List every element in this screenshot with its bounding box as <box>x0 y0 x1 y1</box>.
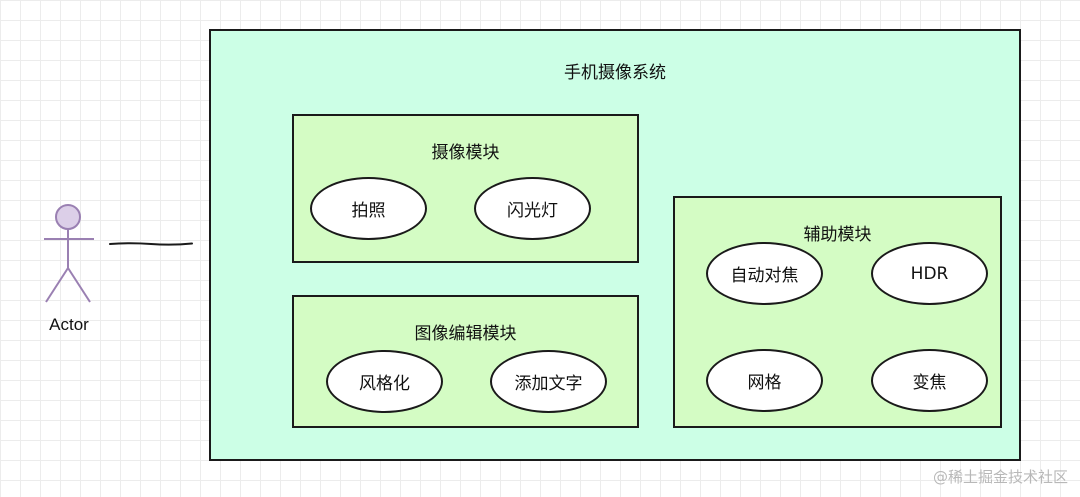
actor-label: Actor <box>49 315 89 334</box>
use-case-zoom: 变焦 <box>871 349 988 412</box>
association-line <box>109 242 193 246</box>
use-case-autofocus: 自动对焦 <box>706 242 823 305</box>
module-image-edit: 图像编辑模块 风格化 添加文字 <box>292 295 639 428</box>
actor-figure <box>44 204 94 303</box>
module-auxiliary: 辅助模块 自动对焦 HDR 网格 变焦 <box>673 196 1002 428</box>
module-auxiliary-title: 辅助模块 <box>803 225 872 245</box>
use-case-add-text: 添加文字 <box>490 350 607 413</box>
watermark: @稀土掘金技术社区 <box>932 468 1068 486</box>
use-case-grid: 网格 <box>706 349 823 412</box>
use-case-stylize: 风格化 <box>326 350 443 413</box>
use-case-hdr: HDR <box>871 242 988 305</box>
module-camera: 摄像模块 拍照 闪光灯 <box>292 114 639 263</box>
module-image-edit-title: 图像编辑模块 <box>414 324 517 344</box>
use-case-take-photo: 拍照 <box>310 177 427 240</box>
system-title: 手机摄像系统 <box>564 63 666 83</box>
use-case-flash: 闪光灯 <box>474 177 591 240</box>
module-camera-title: 摄像模块 <box>431 143 500 163</box>
